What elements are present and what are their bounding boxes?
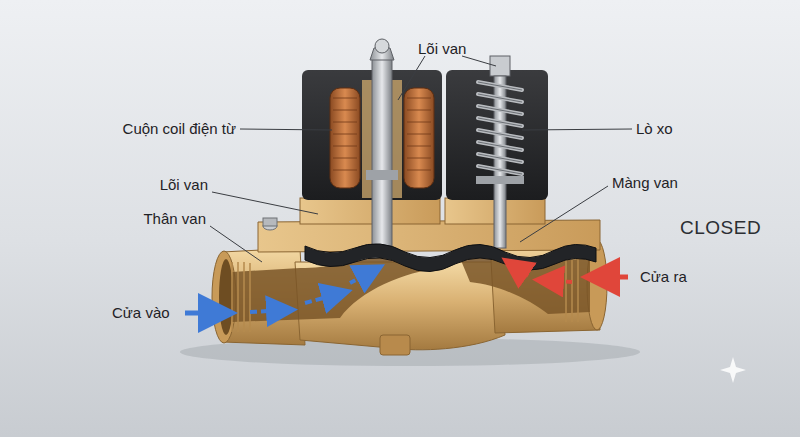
outlet-flow-part bbox=[540, 280, 572, 282]
core-stem-part bbox=[372, 58, 392, 248]
valve-body-part bbox=[219, 259, 233, 335]
part-label: Lõi van bbox=[160, 176, 208, 194]
outlet-flow-part bbox=[508, 262, 528, 276]
leader-line-part bbox=[520, 186, 608, 242]
inlet-flow bbox=[185, 268, 378, 313]
valve-body-part bbox=[566, 250, 578, 322]
part-label: Lõi van bbox=[418, 40, 466, 58]
part-label: Cuộn coil điện từ bbox=[123, 120, 236, 138]
sparkle-mark-part bbox=[720, 357, 746, 383]
spring-part bbox=[490, 56, 510, 76]
coil-housing bbox=[302, 70, 548, 200]
valve-body-part bbox=[300, 198, 440, 224]
coil-housing-part bbox=[404, 88, 434, 188]
valve-body bbox=[212, 198, 607, 355]
state-label: CLOSED bbox=[680, 217, 761, 239]
spring-part bbox=[478, 82, 522, 174]
leader-line-part bbox=[522, 129, 632, 130]
outlet-flow bbox=[508, 262, 628, 282]
leader-line-part bbox=[210, 226, 262, 262]
leader-line-part bbox=[398, 56, 425, 100]
diaphragm bbox=[305, 244, 596, 272]
port-label: Cửa ra bbox=[640, 268, 687, 286]
inlet-flow-part bbox=[350, 268, 378, 283]
inlet-flow-part bbox=[305, 292, 345, 303]
spring-part bbox=[494, 76, 506, 248]
spring-part bbox=[478, 82, 522, 174]
leader-line-part bbox=[212, 192, 318, 214]
inlet-flow-part bbox=[185, 311, 228, 316]
spring bbox=[476, 56, 524, 248]
valve-body-part bbox=[380, 335, 410, 355]
valve-body-part bbox=[232, 262, 250, 332]
port-label: Cửa vào bbox=[112, 304, 170, 322]
inlet-flow-part bbox=[250, 310, 290, 312]
core-stem bbox=[366, 39, 398, 248]
sparkle-mark bbox=[720, 357, 746, 383]
coil-housing-part bbox=[330, 88, 360, 188]
diaphragm-part bbox=[305, 244, 596, 272]
core-stem-part bbox=[375, 39, 389, 53]
leader-line-part bbox=[240, 129, 332, 130]
leader-line-part bbox=[462, 56, 496, 66]
part-label: Màng van bbox=[612, 174, 678, 192]
spring-part bbox=[476, 176, 524, 184]
valve-body-part bbox=[258, 220, 600, 252]
part-label: Lò xo bbox=[636, 120, 673, 138]
outlet-flow-part bbox=[590, 275, 628, 280]
leader-line bbox=[210, 56, 632, 262]
core-stem-part bbox=[366, 170, 398, 180]
valve-body-part bbox=[263, 218, 277, 226]
part-label: Thân van bbox=[143, 210, 206, 228]
